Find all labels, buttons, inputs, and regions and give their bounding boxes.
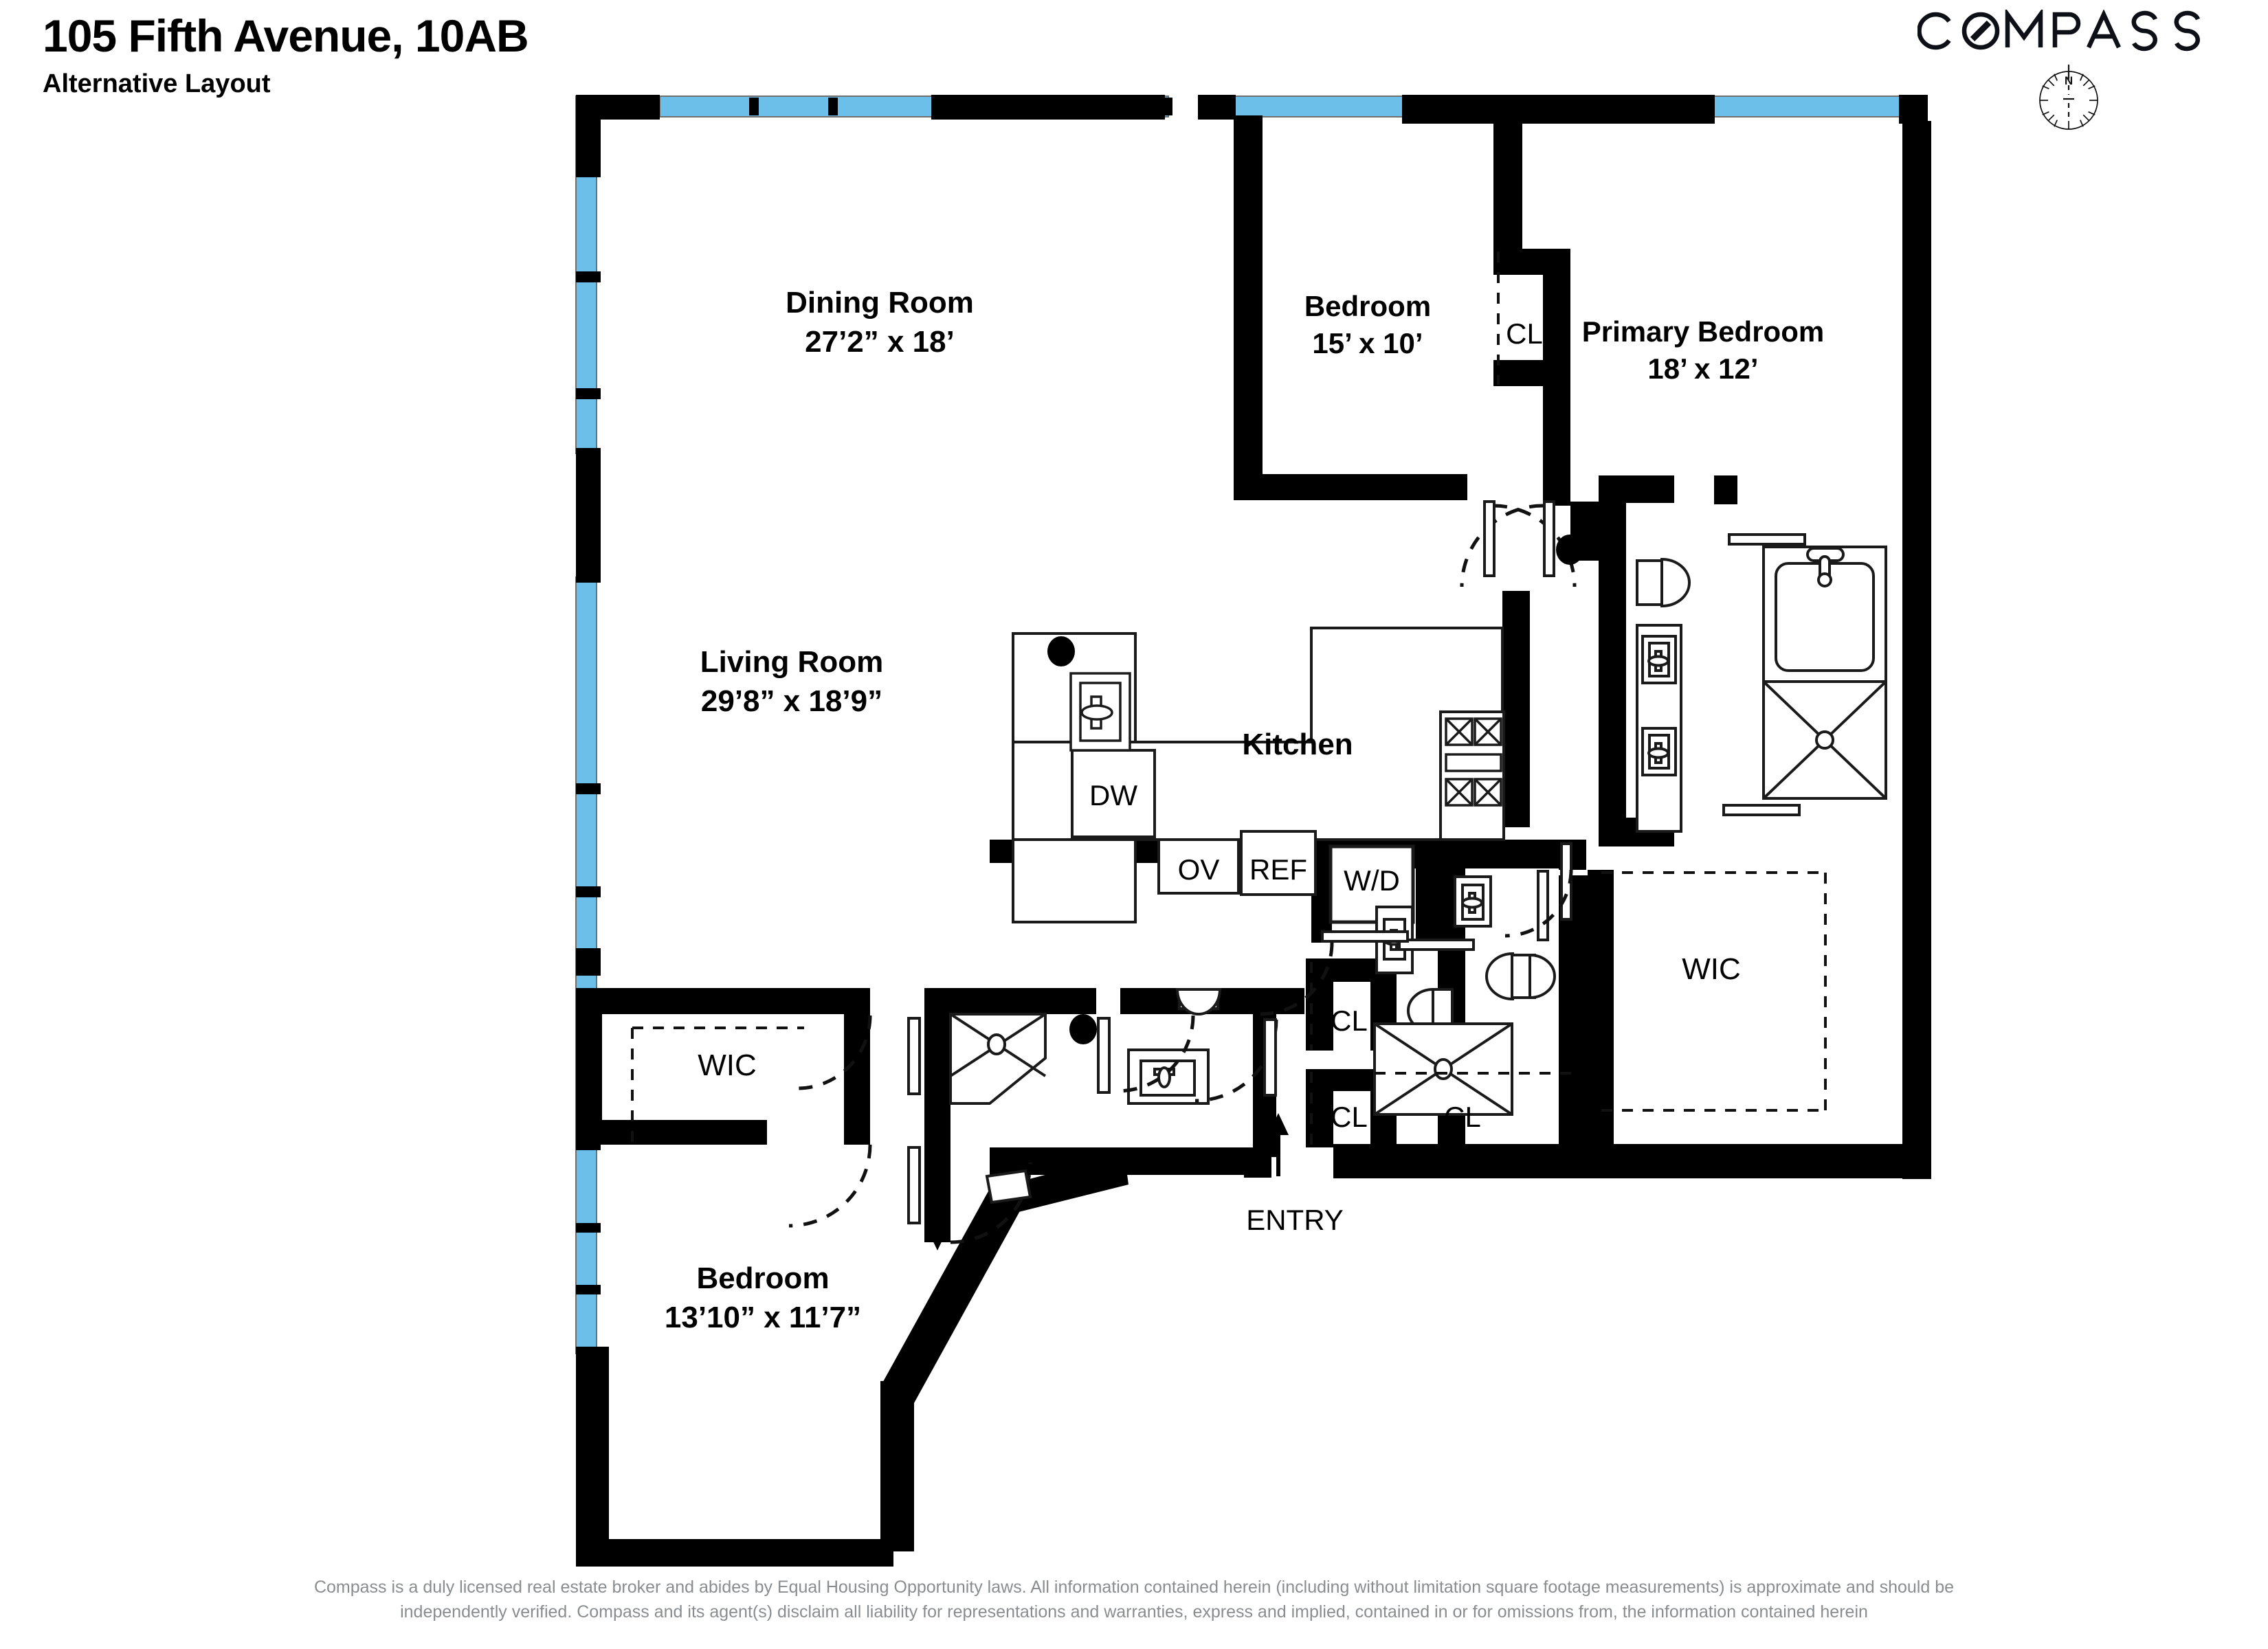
disclaimer-line-2: independently verified. Compass and its … [400,1602,1868,1622]
page-title: 105 Fifth Avenue, 10AB [43,10,529,61]
page-subtitle: Alternative Layout [43,69,271,99]
disclaimer-line-1: Compass is a duly licensed real estate b… [313,1578,1955,1597]
hall-sink-icon [1127,988,1222,1105]
primary-bath-fixtures [1636,533,1887,833]
closet-label-primary-hall: CL [1506,317,1543,350]
room-label-dining-room: Dining Room [786,286,974,319]
room-dimensions-living-room: 29’8” x 18’9” [701,684,882,718]
ceiling-fixture-group [1047,535,1590,1044]
entry-arrow-icon [1268,1113,1289,1176]
door-panel [1537,870,1549,941]
appliance-label-washer-dryer: W/D [1344,864,1400,897]
appliance-label-dishwasher: DW [1089,779,1137,811]
wic-label-bedroom-3: WIC [698,1048,757,1082]
appliance-label-refrigerator: REF [1249,853,1307,886]
room-label-living-room: Living Room [700,645,883,679]
closet-label-hall-lower: CL [1331,1101,1368,1133]
door-panel [1728,533,1806,546]
toilet-bowl-icon [1660,557,1691,608]
closet-rod-group [631,251,1827,1146]
sink-icon [1454,875,1492,928]
toilet-tank-icon [1636,559,1663,606]
compass-north-label: N [2065,74,2073,87]
room-label-bedroom-3: Bedroom [696,1261,829,1295]
sink-icon [1641,727,1677,776]
room-label-kitchen: Kitchen [1242,728,1353,761]
room-dimensions-bedroom-3: 13’10” x 11’7” [665,1301,861,1334]
wic-label-primary: WIC [1682,952,1741,986]
closet-label-hall-upper: CL [1331,1005,1368,1037]
room-label-group: Dining Room 27’2” x 18’ Living Room 29’8… [665,286,1824,1334]
corner-shower-icon [949,1013,1047,1105]
room-dimensions-primary-bedroom: 18’ x 12’ [1647,352,1758,385]
room-label-primary-bedroom: Primary Bedroom [1582,315,1824,348]
title-block: 105 Fifth Avenue, 10AB Alternative Layou… [43,12,529,99]
sink-icon [1641,635,1677,684]
room-dimensions-dining-room: 27’2” x 18’ [805,325,955,359]
brand-block: N [1897,4,2241,139]
compass-rose-icon: N [2039,65,2098,130]
appliance-label-oven: OV [1178,853,1220,886]
room-dimensions-bedroom-2: 15’ x 10’ [1312,327,1423,359]
room-label-bedroom-2: Bedroom [1304,290,1431,322]
compass-wordmark-icon [1917,10,2201,52]
door-panel [1722,804,1801,816]
door-swing-group [788,504,1577,1244]
door-leaf-group [907,500,1555,1224]
entry-label: ENTRY [1246,1204,1344,1236]
kitchen-sink-icon [1069,672,1131,752]
closet-label-entry: CL [1444,1101,1481,1133]
appliance-group [1069,672,1502,924]
disclaimer-block: Compass is a duly licensed real estate b… [0,1575,2268,1625]
